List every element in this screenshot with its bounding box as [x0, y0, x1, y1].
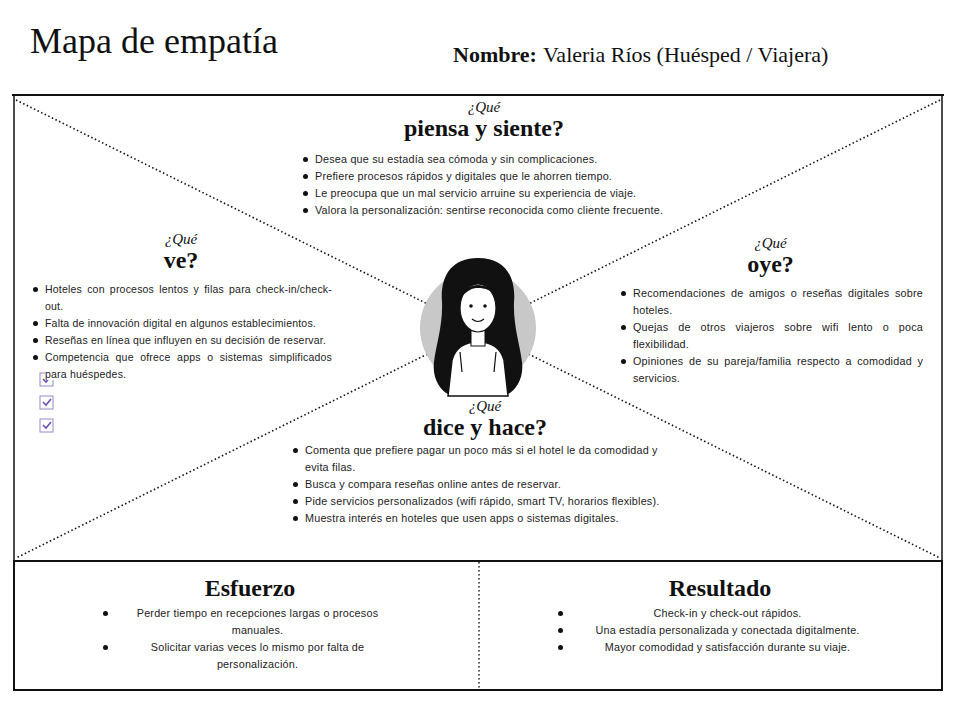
outcome-box: EsfuerzoPerder tiempo en recepciones lar…	[100, 575, 400, 673]
bullet-item: Hoteles con procesos lentos y filas para…	[30, 281, 332, 315]
bullet-item: Check-in y check-out rápidos.	[555, 605, 885, 622]
quadrant: ¿Quédice y hace? Comenta que prefiere pag…	[290, 399, 680, 527]
bullet-text: Mayor comodidad y satisfacción durante s…	[605, 641, 850, 653]
bullet-text: Comenta que prefiere pagar un poco más s…	[305, 444, 658, 473]
avatar-illustration	[420, 258, 536, 396]
divider-line	[478, 562, 479, 689]
heading: ve?	[30, 247, 332, 273]
frame-side	[13, 95, 15, 561]
outcome-box: ResultadoCheck-in y check-out rápidos. Un…	[555, 575, 885, 656]
bullet-item: Falta de innovación digital en algunos e…	[30, 315, 332, 332]
bullet-item: Prefiere procesos rápidos y digitales qu…	[300, 168, 668, 185]
avatar-strap	[460, 352, 462, 372]
bullet-text: Check-in y check-out rápidos.	[653, 607, 801, 619]
bullet-item: Mayor comodidad y satisfacción durante s…	[555, 639, 885, 656]
heading: dice y hace?	[290, 414, 680, 440]
bottom-frame	[14, 561, 942, 690]
bullet-text: Le preocupa que un mal servicio arruine …	[315, 187, 636, 199]
heading-prefix: ¿Qué	[618, 236, 923, 251]
bullet-text: Quejas de otros viajeros sobre wifi lent…	[633, 321, 923, 350]
bullet-text: Perder tiempo en recepciones largas o pr…	[137, 607, 378, 636]
name-line: Nombre:Valeria Ríos (Huésped / Viajera)	[453, 42, 828, 68]
heading: Resultado	[555, 575, 885, 601]
bullet-text: Reseñas en línea que influyen en su deci…	[45, 334, 326, 346]
bullet-text: Una estadía personalizada y conectada di…	[595, 624, 859, 636]
page-title: Mapa de empatía	[30, 20, 278, 62]
bullet-text: Recomendaciones de amigos o reseñas digi…	[633, 287, 923, 316]
bullet-item: Comenta que prefiere pagar un poco más s…	[290, 442, 680, 476]
bullet-item: Pide servicios personalizados (wifi rápi…	[290, 493, 680, 510]
bullet-text: Prefiere procesos rápidos y digitales qu…	[315, 170, 612, 182]
bullet-text: Pide servicios personalizados (wifi rápi…	[305, 495, 659, 507]
bullet-item: Solicitar varias veces lo mismo por falt…	[100, 639, 400, 673]
avatar-mouth	[472, 319, 484, 322]
avatar-strap	[494, 352, 496, 372]
checkbox-icons	[40, 373, 53, 432]
quadrant: ¿Quépiensa y siente? Desea que su estadía…	[300, 100, 668, 219]
bullet-item: Recomendaciones de amigos o reseñas digi…	[618, 285, 923, 319]
bullet-text: Muestra interés en hoteles que usen apps…	[305, 512, 619, 524]
avatar-face	[460, 284, 496, 332]
checkbox-icon	[40, 396, 53, 409]
bullet-text: Solicitar varias veces lo mismo por falt…	[151, 641, 364, 670]
heading-prefix: ¿Qué	[30, 232, 332, 247]
bullet-item: Opiniones de su pareja/familia respecto …	[618, 353, 923, 387]
avatar-fringe	[460, 285, 497, 298]
frame-side	[941, 95, 943, 561]
field-value: Valeria Ríos (Huésped / Viajera)	[543, 42, 828, 67]
bullet-item: Le preocupa que un mal servicio arruine …	[300, 185, 668, 202]
diagonal-line	[16, 100, 940, 558]
bullet-item: Desea que su estadía sea cómoda y sin co…	[300, 151, 668, 168]
bullet-text: Desea que su estadía sea cómoda y sin co…	[315, 153, 597, 165]
bullet-item: Competencia que ofrece apps o sistemas s…	[30, 349, 332, 383]
bullet-item: Reseñas en línea que influyen en su deci…	[30, 332, 332, 349]
field-label: Nombre:	[453, 42, 537, 67]
heading-prefix: ¿Qué	[290, 399, 680, 414]
heading: Esfuerzo	[100, 575, 400, 601]
heading: piensa y siente?	[300, 115, 668, 141]
heading: oye?	[618, 251, 923, 277]
bullet-item: Muestra interés en hoteles que usen apps…	[290, 510, 680, 527]
check-mark	[43, 422, 51, 428]
bullet-text: Falta de innovación digital en algunos e…	[45, 317, 316, 329]
heading-prefix: ¿Qué	[300, 100, 668, 115]
bullet-text: Opiniones de su pareja/familia respecto …	[633, 355, 923, 384]
bullet-item: Quejas de otros viajeros sobre wifi lent…	[618, 319, 923, 353]
bullet-text: Competencia que ofrece apps o sistemas s…	[45, 351, 332, 380]
checkbox-icon	[40, 419, 53, 432]
bullet-item: Busca y compara reseñas online antes de …	[290, 476, 680, 493]
avatar-eye	[483, 304, 487, 308]
check-mark	[43, 399, 51, 405]
diagonal-line	[16, 100, 940, 558]
quadrant: ¿Quéve? Hoteles con procesos lentos y fil…	[30, 232, 332, 383]
bullet-item: Una estadía personalizada y conectada di…	[555, 622, 885, 639]
avatar-top	[448, 342, 508, 396]
top-rule	[12, 94, 944, 96]
bullet-text: Hoteles con procesos lentos y filas para…	[45, 283, 332, 312]
bullet-text: Busca y compara reseñas online antes de …	[305, 478, 561, 490]
bullet-item: Perder tiempo en recepciones largas o pr…	[100, 605, 400, 639]
bullet-item: Valora la personalización: sentirse reco…	[300, 202, 668, 219]
quadrant: ¿Quéoye? Recomendaciones de amigos o rese…	[618, 236, 923, 387]
bullet-text: Valora la personalización: sentirse reco…	[315, 204, 663, 216]
avatar-eye	[469, 304, 473, 308]
